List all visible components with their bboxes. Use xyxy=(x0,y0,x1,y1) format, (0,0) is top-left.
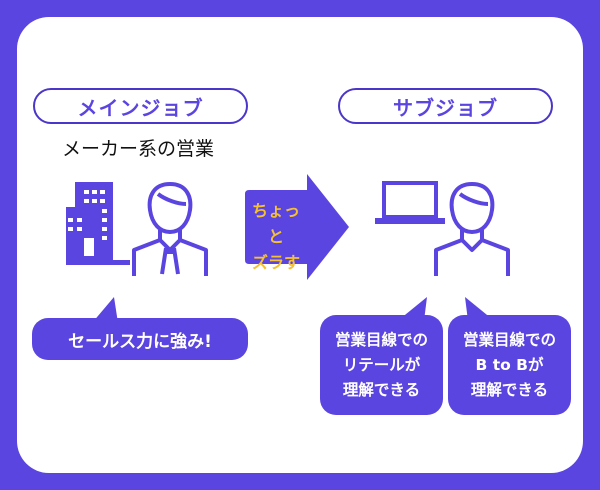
building-icon xyxy=(66,182,130,265)
benefit-line: B to Bが xyxy=(475,355,544,374)
benefit-bubble-retail: 営業目線での リテールが 理解できる xyxy=(320,315,443,415)
arrow-text-line1: ちょっと xyxy=(251,201,300,246)
benefit-line: 理解できる xyxy=(470,380,549,399)
arrow-text: ちょっと ズラす xyxy=(245,198,307,276)
benefit-bubble-btob: 営業目線での B to Bが 理解できる xyxy=(448,315,571,415)
person-icon xyxy=(434,182,510,276)
sub-job-label: サブジョブ xyxy=(338,88,553,124)
benefit-line: リテールが xyxy=(342,355,421,374)
shift-arrow-icon xyxy=(245,174,349,280)
benefit-line: 営業目線での xyxy=(462,330,556,349)
businessperson-icon xyxy=(132,182,208,276)
main-job-description: メーカー系の営業 xyxy=(62,138,215,160)
main-job-label: メインジョブ xyxy=(33,88,248,124)
arrow-text-line2: ズラす xyxy=(251,253,300,272)
benefit-line: 理解できる xyxy=(342,380,421,399)
strength-bubble: セールス力に強み! xyxy=(32,318,248,360)
benefit-line: 営業目線での xyxy=(334,330,428,349)
laptop-icon xyxy=(375,181,445,224)
